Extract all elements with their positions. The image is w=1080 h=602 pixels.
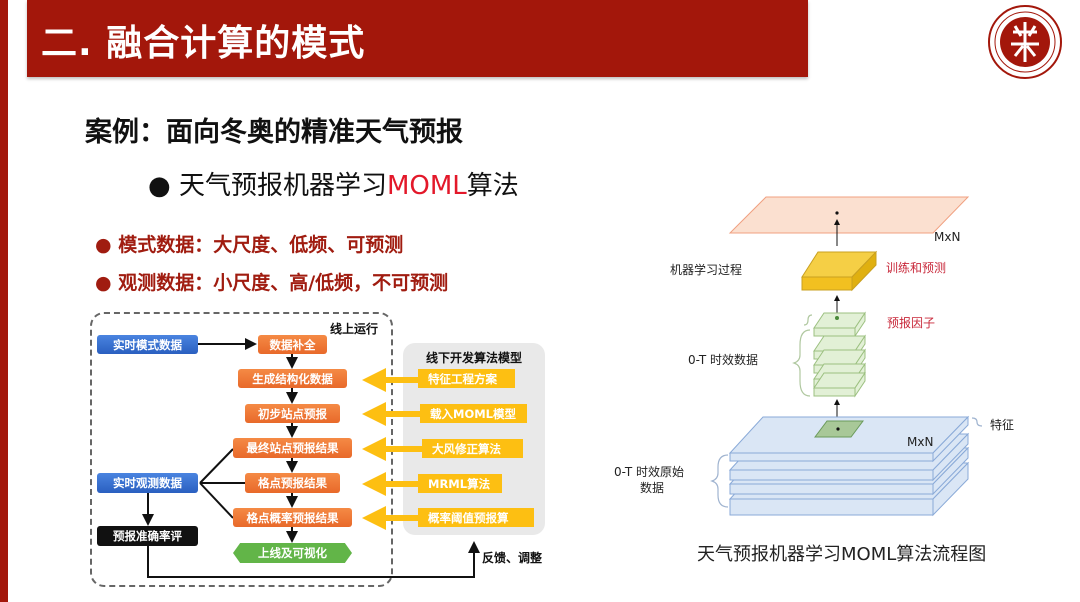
mxn-bottom-label: MxN <box>907 435 934 449</box>
point-obs-data: ● 观测数据：小尺度、高/低频，不可预测 <box>95 272 449 294</box>
accuracy-eval-box: 预报准确率评 <box>97 526 198 546</box>
feature-label: 特征 <box>990 418 1015 432</box>
bullet-text: 天气预报机器学习 <box>178 171 387 201</box>
step-grid-forecast: 格点预报结果 <box>245 473 340 493</box>
step-structured-data: 生成结构化数据 <box>238 369 347 388</box>
raw-data-label-1: 0-T 时效原始 <box>614 465 685 479</box>
offline-probability-threshold: 概率阈值预报算 <box>418 508 534 527</box>
timeline-data-label: 0-T 时效数据 <box>688 353 759 367</box>
bullet-moml: ● 天气预报机器学习MOML算法 <box>148 171 519 201</box>
ml-process-label: 机器学习过程 <box>670 263 743 277</box>
forecast-factor-label: 预报因子 <box>887 316 936 330</box>
mxn-top-label: MxN <box>934 230 961 244</box>
step-final-station-forecast: 最终站点预报结果 <box>233 438 352 458</box>
train-predict-label: 训练和预测 <box>886 261 947 275</box>
case-heading: 案例：面向冬奥的精准天气预报 <box>85 117 463 148</box>
point-model-data: ● 模式数据：大尺度、低频、可预测 <box>95 234 404 256</box>
left-accent-bar <box>0 0 8 602</box>
title-bar: 二. 融合计算的模式 <box>27 0 808 77</box>
point-text: 模式数据：大尺度、低频、可预测 <box>118 234 404 256</box>
point-text: 观测数据：小尺度、高/低频，不可预测 <box>118 272 449 294</box>
step-grid-probability-forecast: 格点概率预报结果 <box>233 508 352 527</box>
step-initial-station-forecast: 初步站点预报 <box>245 404 340 423</box>
realtime-model-data-box: 实时模式数据 <box>97 335 198 354</box>
bullet-highlight: MOML <box>386 171 467 201</box>
feedback-label: 反馈、调整 <box>482 551 543 565</box>
peking-university-logo <box>988 5 1062 79</box>
offline-title: 线下开发算法模型 <box>426 351 523 365</box>
step-data-completion: 数据补全 <box>258 335 327 354</box>
slide-title: 二. 融合计算的模式 <box>41 23 366 64</box>
online-label: 线上运行 <box>330 322 379 336</box>
offline-load-moml: 载入MOML模型 <box>420 404 527 423</box>
ml-diagram <box>710 196 983 517</box>
realtime-obs-data-box: 实时观测数据 <box>97 473 198 493</box>
offline-feature-engineering: 特征工程方案 <box>418 369 515 388</box>
offline-mrml: MRML算法 <box>418 474 502 493</box>
publish-visualize-box: 上线及可视化 <box>233 543 352 563</box>
raw-data-label-2: 数据 <box>640 481 665 495</box>
diagram-caption: 天气预报机器学习MOML算法流程图 <box>697 544 987 565</box>
offline-wind-correction: 大风修正算法 <box>422 439 523 458</box>
bullet-suffix: 算法 <box>466 171 519 201</box>
